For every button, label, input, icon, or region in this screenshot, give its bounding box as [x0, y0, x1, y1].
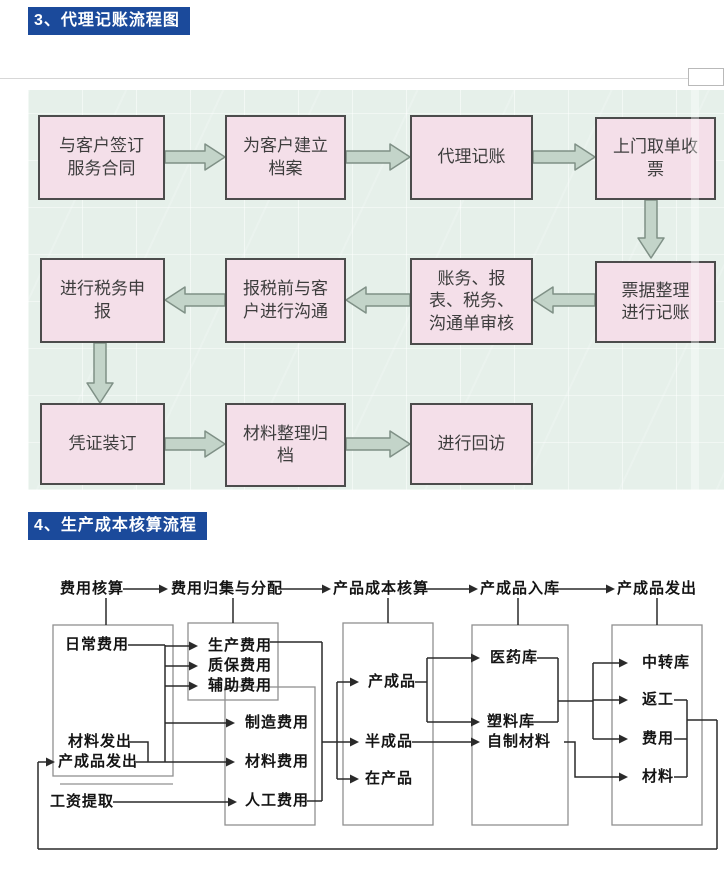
- image-seam: [691, 90, 699, 490]
- box-accounts-review: 账务、报 表、税务、 沟通单审核: [410, 258, 533, 345]
- box-tax-filing: 进行税务申 报: [40, 258, 165, 343]
- node-expense: 费用: [642, 730, 675, 747]
- arrow-communication-to-taxfiling: [164, 286, 226, 314]
- box-pre-filing-communication: 报税前与客 户进行沟通: [225, 258, 346, 343]
- box-voucher-binding: 凭证装订: [40, 403, 165, 485]
- box-collect-documents: 上门取单收 票: [595, 117, 716, 200]
- arrow-sorting-to-review: [532, 286, 596, 314]
- node-labor-expense: 人工费用: [245, 792, 310, 809]
- rule-end-box: [688, 68, 724, 86]
- node-medicine-warehouse: 医药库: [490, 649, 539, 666]
- box-follow-up-visit: 进行回访: [410, 403, 533, 485]
- arrow-heads: [46, 584, 628, 807]
- flow-arrows-layer: [86, 143, 665, 458]
- node-production-expense: 生产费用: [208, 637, 273, 654]
- stage-product-costing: 产品成本核算: [333, 580, 430, 597]
- horizontal-rule: [0, 78, 690, 79]
- node-work-in-process: 在产品: [365, 770, 414, 787]
- node-materials: 材料: [642, 768, 675, 785]
- box-agency-bookkeeping: 代理记账: [410, 115, 533, 200]
- arrow-binding-to-archiving: [164, 430, 226, 458]
- section-3-title: 3、代理记账流程图: [28, 7, 190, 35]
- arrow-collect-down: [637, 199, 665, 259]
- arrow-file-to-bookkeeping: [345, 143, 411, 171]
- connector-lines: [37, 588, 718, 850]
- arrow-archiving-to-followup: [345, 430, 411, 458]
- node-plastics-warehouse: 塑料库: [487, 713, 536, 730]
- node-daily-expenses: 日常费用: [65, 636, 130, 653]
- node-finished-goods-issued: 产成品发出: [58, 753, 139, 770]
- stage-goods-warehousing: 产成品入库: [480, 580, 561, 597]
- box-material-archiving: 材料整理归 档: [225, 403, 346, 487]
- arrow-sign-to-file: [164, 143, 226, 171]
- node-rework: 返工: [642, 691, 675, 708]
- arrow-taxfiling-down: [86, 342, 114, 404]
- stage-expense-accounting: 费用核算: [60, 580, 125, 597]
- stage-expense-collection: 费用归集与分配: [171, 580, 284, 597]
- node-semi-finished-goods: 半成品: [365, 733, 414, 750]
- column-boxes: [52, 622, 703, 826]
- stage-goods-issuing: 产成品发出: [617, 580, 698, 597]
- node-self-made-materials: 自制材料: [487, 733, 552, 750]
- node-transfer-warehouse: 中转库: [642, 654, 691, 671]
- box-create-client-file: 为客户建立 档案: [225, 115, 346, 200]
- cost-flow-lines-layer: [37, 584, 718, 850]
- cost-accounting-flowchart: 费用核算 费用归集与分配 产品成本核算 产成品入库 产成品发出 日常费用 材料发…: [20, 560, 724, 860]
- bookkeeping-flowchart: 与客户签订 服务合同 为客户建立 档案 代理记账 上门取单收 票 进行税务申 报…: [28, 90, 724, 490]
- node-wages-drawn: 工资提取: [50, 793, 115, 810]
- node-auxiliary-expense: 辅助费用: [208, 677, 273, 694]
- node-material-expense: 材料费用: [245, 753, 310, 770]
- box-sign-contract: 与客户签订 服务合同: [38, 115, 165, 200]
- node-manufacturing-expense: 制造费用: [245, 714, 310, 731]
- section-4-title: 4、生产成本核算流程: [28, 512, 207, 540]
- node-quality-expense: 质保费用: [208, 657, 273, 674]
- box-document-sorting: 票据整理 进行记账: [595, 261, 716, 343]
- arrow-review-to-communication: [345, 286, 411, 314]
- node-finished-goods: 产成品: [368, 673, 417, 690]
- arrow-bookkeeping-to-collect: [532, 143, 596, 171]
- node-materials-issued: 材料发出: [68, 733, 133, 750]
